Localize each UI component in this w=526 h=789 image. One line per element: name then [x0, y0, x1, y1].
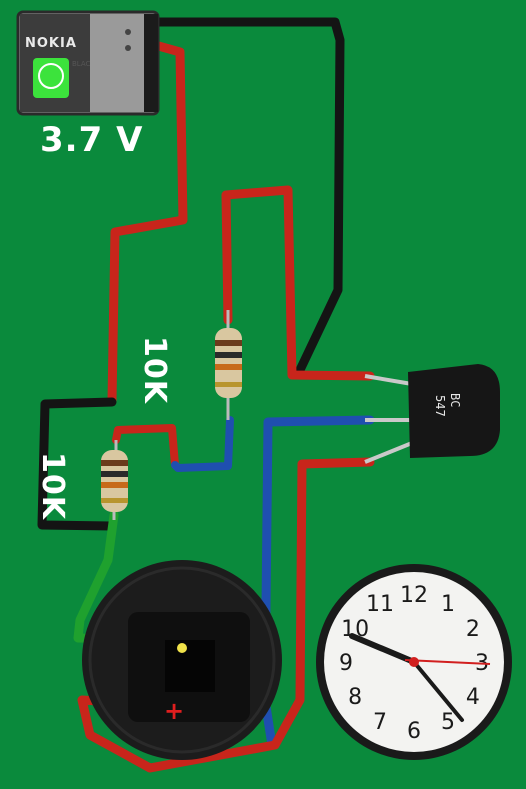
clock-numeral: 8 [348, 685, 362, 710]
resistor-r1 [215, 310, 242, 420]
resistor-r2 [101, 440, 128, 520]
clock-numeral: 9 [339, 651, 353, 676]
battery-brand: NOKIA [25, 36, 77, 51]
clock-second-hand [404, 659, 491, 665]
clock-hour-hand [349, 633, 417, 665]
wires [37, 17, 375, 773]
clock-numeral: 5 [441, 710, 455, 735]
red-wire-left [107, 40, 188, 405]
resistor-r2-label: 10K [35, 452, 70, 520]
transistor-marking-line1: BC [448, 393, 462, 408]
resistor-r1-label: 10K [137, 336, 172, 404]
blue-wire-long [260, 415, 375, 750]
voltage-label: 3.7 V [40, 120, 144, 160]
clock-numeral: 2 [466, 617, 480, 642]
polarity-plus-mark: + [164, 697, 185, 725]
clock-numeral: 1 [441, 592, 455, 617]
black-wire-top [145, 17, 345, 375]
transistor-body [408, 364, 500, 458]
clock-numeral: 6 [407, 719, 421, 744]
clock-numeral: 7 [373, 710, 387, 735]
transistor-leads [364, 374, 413, 464]
red-wire-r1-loop [221, 185, 375, 381]
clock-numeral: 11 [366, 592, 394, 617]
transistor-marking-line2: 547 [433, 395, 447, 417]
red-wire-r2-top [112, 424, 179, 469]
blue-wire-middle [171, 416, 234, 472]
battery [16, 10, 160, 116]
red-wire-emitter [77, 457, 375, 773]
black-wire-left-loop [37, 397, 117, 531]
clock-numeral: 4 [466, 685, 480, 710]
clock-minute-hand [412, 660, 464, 722]
battery-type-text: BLAC [72, 60, 91, 68]
clock-numeral: 12 [400, 583, 428, 608]
clock-movement [82, 560, 282, 760]
